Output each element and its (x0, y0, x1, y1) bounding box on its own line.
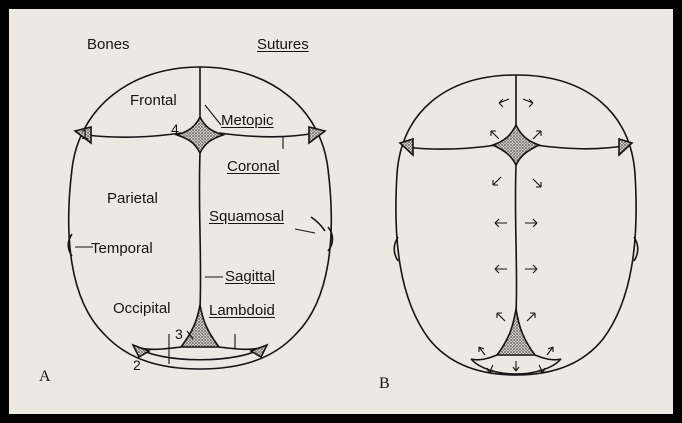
arrow-icon (547, 347, 553, 355)
anterior-fontanelle-b (493, 125, 539, 165)
fontanelle-number-4: 4 (171, 122, 179, 136)
label-squamosal: Squamosal (209, 209, 284, 224)
metopic-leader (205, 105, 221, 125)
posterolateral-fontanelle-right-a (251, 345, 267, 357)
arrow-icon (491, 131, 499, 139)
label-sagittal: Sagittal (225, 269, 275, 284)
arrow-icon (479, 347, 485, 355)
arrow-icon (533, 131, 541, 139)
arrow-icon (513, 361, 519, 371)
posterolateral-fontanelle-left-a (133, 345, 149, 357)
arrow-icon (493, 177, 501, 185)
arrow-icon (499, 99, 509, 107)
figure-panel: Bones Sutures Frontal Parietal Temporal … (9, 9, 673, 414)
heading-sutures: Sutures (257, 37, 309, 52)
label-occipital: Occipital (113, 301, 171, 316)
arrow-icon (525, 219, 537, 227)
heading-bones: Bones (87, 37, 130, 52)
fontanelle-number-3: 3 (175, 327, 183, 341)
label-lambdoid: Lambdoid (209, 303, 275, 318)
arrow-icon (495, 265, 507, 273)
anterolateral-fontanelle-right-a (309, 127, 325, 143)
label-metopic: Metopic (221, 113, 274, 128)
skull-a (68, 67, 332, 369)
arrow-icon (497, 313, 505, 321)
label-temporal: Temporal (91, 241, 153, 256)
skull-diagrams (9, 9, 673, 414)
sagittal-suture-a (199, 153, 200, 309)
label-parietal: Parietal (107, 191, 158, 206)
arrow-icon (495, 219, 507, 227)
fontanelle-number-1: 1 (81, 127, 89, 141)
squamosal-suture-a (311, 217, 325, 231)
arrow-icon (527, 313, 535, 321)
panel-letter-a: A (39, 369, 51, 385)
arrow-icon (523, 99, 533, 107)
panel-letter-b: B (379, 376, 390, 392)
sagittal-suture-b (515, 165, 516, 314)
squamosal-leader (295, 229, 315, 233)
label-frontal: Frontal (130, 93, 177, 108)
label-coronal: Coronal (227, 159, 280, 174)
posterior-fontanelle-b (497, 309, 535, 355)
fontanelle-number-2: 2 (133, 358, 141, 372)
skull-b (394, 75, 638, 375)
anterior-fontanelle-a (177, 117, 223, 153)
arrow-icon (525, 265, 537, 273)
arrow-icon (533, 179, 541, 187)
